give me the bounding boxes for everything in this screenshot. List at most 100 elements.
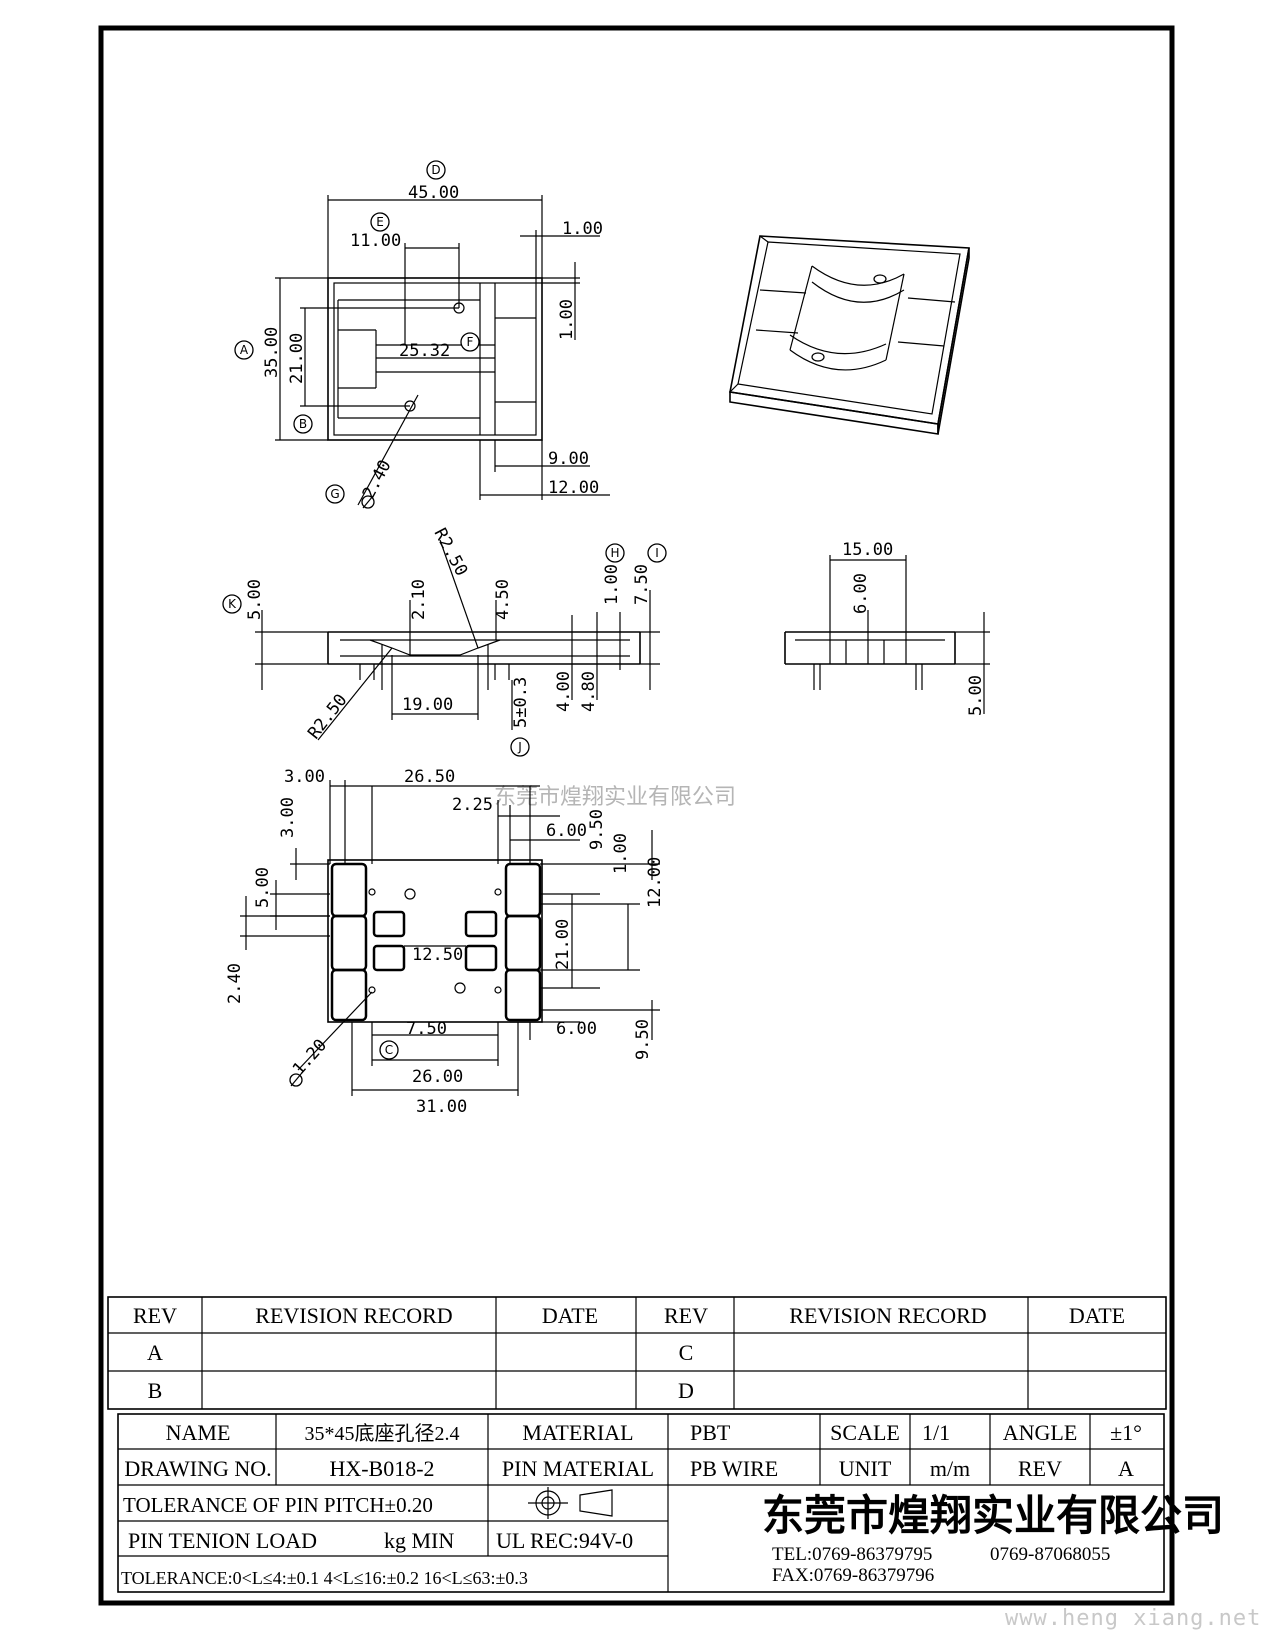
revision-record-header-2: REVISION RECORD: [789, 1303, 986, 1328]
callout-e: E: [370, 212, 390, 232]
dim-21: 21.00: [287, 333, 307, 384]
dim-12-50: 12.50: [412, 945, 463, 965]
tolerance-general: TOLERANCE:0<L≤4:±0.1 4<L≤16:±0.2 16<L≤63…: [121, 1568, 528, 1588]
name-label: NAME: [166, 1420, 231, 1445]
dim-31-00: 31.00: [416, 1097, 467, 1117]
pin-tension-unit: kg MIN: [384, 1528, 454, 1553]
fax: FAX:0769-86379796: [772, 1565, 934, 1586]
callout-j: J: [510, 737, 530, 757]
dim-1-00: 1.00: [611, 833, 631, 874]
callouts: A B C D E F G H I J K: [222, 160, 667, 1060]
side-view-labels: 15.00 6.00 5.00: [842, 540, 986, 716]
dim-5: 5.00: [966, 675, 986, 716]
date-header-2: DATE: [1069, 1303, 1125, 1328]
top-view-labels: 45.00 1.00 11.00 25.32 9.00 12.00 35.00 …: [262, 183, 603, 509]
rev-header-1: REV: [133, 1303, 177, 1328]
svg-text:I: I: [655, 546, 659, 560]
isometric-view: [729, 235, 970, 435]
title-block: NAME 35*45底座孔径2.4 MATERIAL PBT SCALE 1/1…: [117, 1413, 1224, 1593]
rev-d: D: [678, 1378, 694, 1403]
front-view-labels: 5.00 2.10 R2.50 4.50 1.00 7.50 R2.50 19.…: [245, 525, 652, 743]
pin-material-label: PIN MATERIAL: [502, 1456, 654, 1481]
unit-label: UNIT: [839, 1456, 892, 1481]
pin-tension-label: PIN TENION LOAD: [128, 1528, 317, 1553]
callout-a: A: [234, 340, 254, 360]
rev-b: B: [148, 1378, 163, 1403]
callout-b: B: [293, 414, 313, 434]
dim-25-32: 25.32: [399, 341, 450, 361]
dim-4-80: 4.80: [579, 671, 599, 712]
side-view: [784, 555, 990, 714]
svg-text:C: C: [385, 1043, 393, 1057]
front-view: [255, 539, 660, 741]
tolerance-pin-pitch: TOLERANCE OF PIN PITCH±0.20: [123, 1493, 433, 1517]
dim-3-00-v: 3.00: [278, 797, 298, 838]
svg-text:F: F: [467, 335, 474, 349]
callout-i: I: [647, 543, 667, 563]
callout-g: G: [325, 484, 345, 504]
dim-6-00-top: 6.00: [546, 821, 587, 841]
dim-35: 35.00: [262, 327, 282, 378]
dim-9-50-bot: 9.50: [633, 1019, 653, 1060]
dim-2-40: 2.40: [225, 963, 245, 1004]
scale-label: SCALE: [830, 1420, 900, 1445]
dim-15: 15.00: [842, 540, 893, 560]
tel: TEL:0769-86379795: [772, 1544, 932, 1565]
svg-text:G: G: [330, 487, 339, 501]
rev-c: C: [679, 1340, 694, 1365]
dim-19: 19.00: [402, 695, 453, 715]
company-name: 东莞市煌翔实业有限公司: [762, 1493, 1224, 1540]
dim-r2-50-top: R2.50: [430, 525, 472, 580]
bottom-view-labels: 3.00 26.50 2.25 6.00 3.00 9.50 1.00 12.0…: [225, 767, 665, 1117]
rev-header-2: REV: [664, 1303, 708, 1328]
dim-9: 9.00: [548, 449, 589, 469]
unit-value: m/m: [930, 1456, 970, 1481]
dim-3-00-h: 3.00: [284, 767, 325, 787]
watermark-corner: www.heng xiang.net: [1005, 1606, 1261, 1631]
dim-45: 45.00: [408, 183, 459, 203]
name-value: 35*45底座孔径2.4: [305, 1422, 460, 1445]
dim-12: 12.00: [548, 478, 599, 498]
svg-text:E: E: [376, 215, 384, 229]
callout-c: C: [379, 1040, 399, 1060]
dim-4-50: 4.50: [493, 579, 513, 620]
callout-f: F: [460, 332, 480, 352]
ul-rec: UL REC:94V-0: [496, 1528, 633, 1553]
rev-a: A: [147, 1340, 163, 1365]
dim-4-00: 4.00: [554, 671, 574, 712]
dim-26-00: 26.00: [412, 1067, 463, 1087]
drawing-border: [98, 25, 1175, 1606]
dim-6: 6.00: [851, 573, 871, 614]
svg-text:D: D: [431, 163, 440, 177]
material-label: MATERIAL: [522, 1420, 633, 1445]
pin-material-value: PB WIRE: [690, 1456, 778, 1481]
callout-h: H: [605, 543, 625, 563]
bottom-view: [240, 780, 660, 1096]
projection-symbol: [528, 1487, 613, 1519]
svg-text:J: J: [517, 740, 522, 754]
dim-5-00: 5.00: [245, 579, 265, 620]
drawing-no-label: DRAWING NO.: [124, 1456, 271, 1481]
angle-label: ANGLE: [1003, 1420, 1078, 1445]
dim-r2-50-bot: R2.50: [304, 690, 351, 743]
rev-value: A: [1118, 1456, 1134, 1481]
dim-7-50: 7.50: [406, 1019, 447, 1039]
dim-11: 11.00: [350, 231, 401, 251]
dim-9-50-top: 9.50: [587, 809, 607, 850]
dim-7-50: 7.50: [632, 564, 652, 605]
callout-d: D: [426, 160, 446, 180]
dim-1-00-v: 1.00: [557, 299, 577, 340]
dim-6-00-bot: 6.00: [556, 1019, 597, 1039]
tel2: 0769-87068055: [990, 1544, 1110, 1565]
dim-5-03: 5±0.3: [511, 677, 531, 728]
scale-value: 1/1: [922, 1420, 950, 1445]
revision-table: REV REVISION RECORD DATE REV REVISION RE…: [107, 1296, 1167, 1410]
callout-k: K: [222, 594, 242, 614]
dim-2-25: 2.25: [452, 795, 493, 815]
dim-12: 12.00: [645, 857, 665, 908]
dim-1-00: 1.00: [602, 564, 622, 605]
dim-1-00-h: 1.00: [562, 219, 603, 239]
angle-value: ±1°: [1110, 1420, 1142, 1445]
revision-record-header-1: REVISION RECORD: [255, 1303, 452, 1328]
